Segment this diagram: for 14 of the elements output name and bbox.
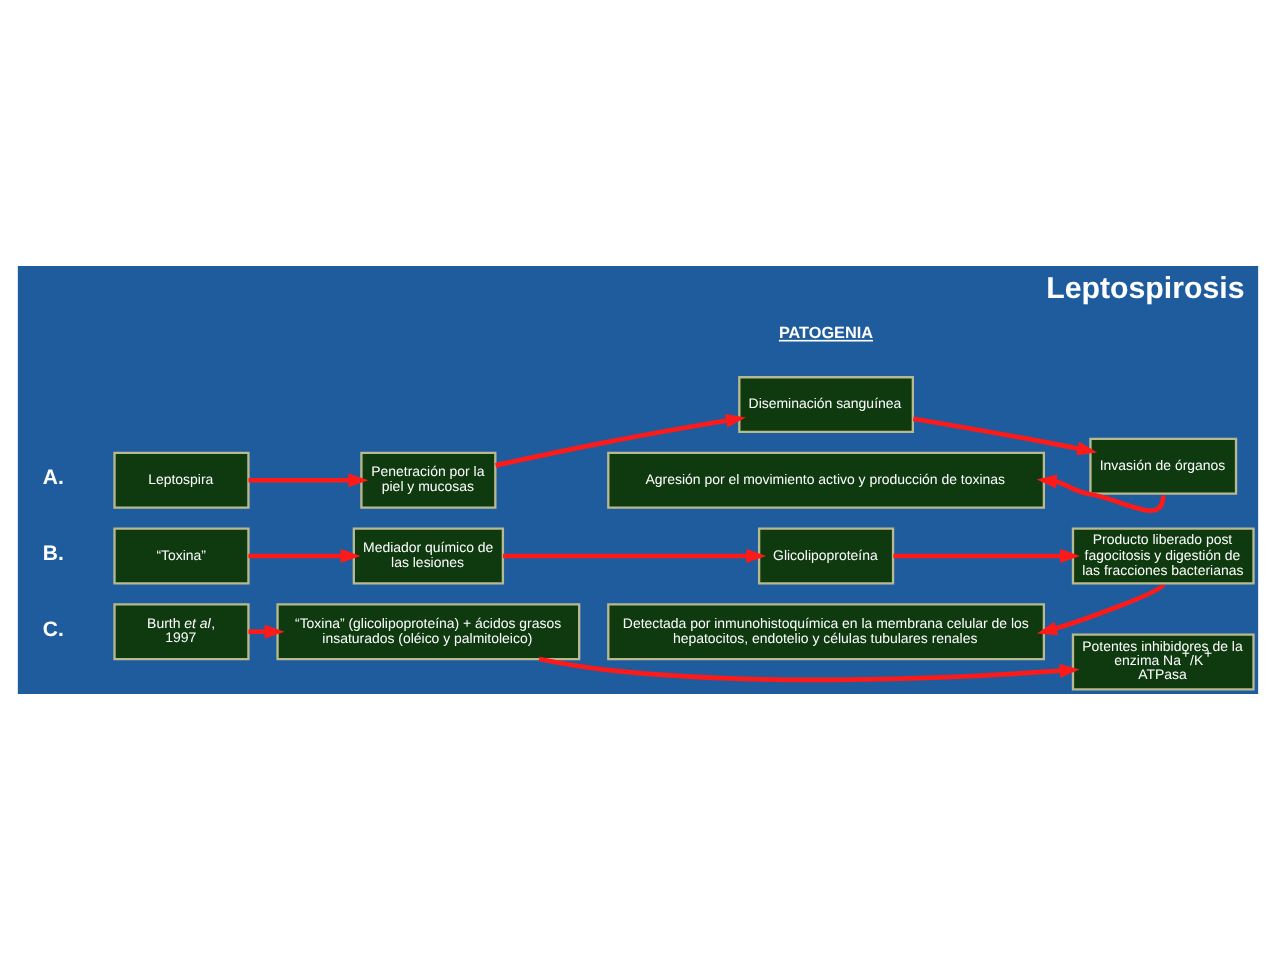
arrow	[248, 472, 369, 487]
label: B.	[42, 542, 64, 565]
label: C.	[42, 618, 64, 641]
diagram-title: Leptospirosis	[1046, 271, 1245, 306]
arrow	[495, 412, 746, 467]
arrow	[893, 548, 1080, 562]
arrow	[1037, 582, 1165, 635]
arrow	[248, 548, 361, 562]
arrow	[248, 623, 285, 638]
arrow	[1036, 473, 1166, 512]
arrow	[538, 655, 1080, 682]
arrow	[912, 415, 1098, 455]
label: A.	[42, 467, 64, 490]
arrow	[502, 548, 767, 562]
